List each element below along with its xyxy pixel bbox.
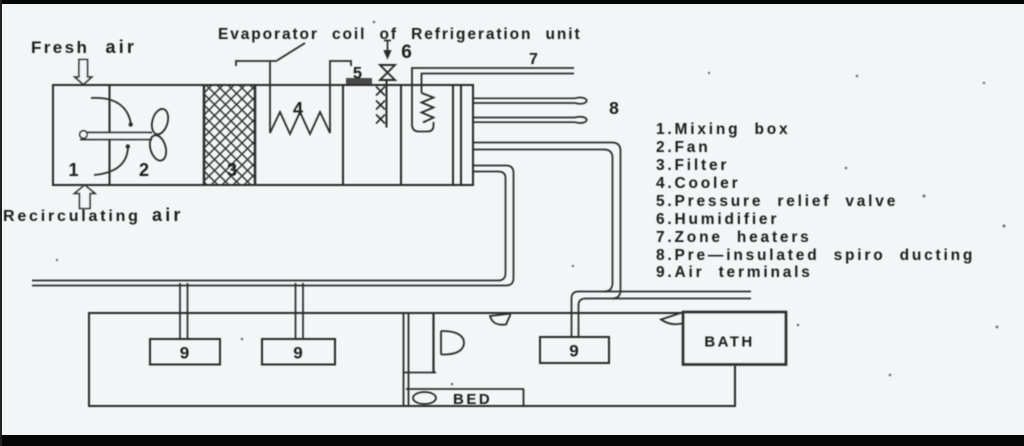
svg-text:Fresh: Fresh bbox=[31, 38, 89, 57]
svg-text:9: 9 bbox=[569, 342, 578, 361]
svg-text:2: 2 bbox=[139, 160, 149, 180]
svg-text:BATH: BATH bbox=[704, 334, 754, 351]
svg-text:2.Fan: 2.Fan bbox=[656, 139, 710, 156]
svg-text:7.Zone heaters: 7.Zone heaters bbox=[656, 229, 812, 246]
svg-text:7: 7 bbox=[529, 51, 538, 68]
svg-text:6.Humidifier: 6.Humidifier bbox=[656, 211, 779, 228]
svg-text:3: 3 bbox=[227, 160, 237, 180]
svg-text:8: 8 bbox=[609, 98, 619, 118]
svg-text:air: air bbox=[106, 37, 138, 57]
svg-text:8.Pre—insulated spiro ducting: 8.Pre—insulated spiro ducting bbox=[656, 247, 975, 264]
svg-text:9.Air terminals: 9.Air terminals bbox=[656, 264, 813, 281]
svg-text:5: 5 bbox=[353, 65, 362, 83]
svg-text:9: 9 bbox=[180, 344, 189, 363]
svg-text:9: 9 bbox=[293, 344, 302, 363]
svg-text:5.Pressure relief valve: 5.Pressure relief valve bbox=[656, 193, 898, 210]
svg-text:1.Mixing box: 1.Mixing box bbox=[656, 121, 790, 138]
svg-text:Evaporator coil of Refrigerati: Evaporator coil of Refrigeration unit bbox=[218, 26, 582, 43]
svg-text:BED: BED bbox=[453, 391, 492, 408]
svg-text:4.Cooler: 4.Cooler bbox=[656, 175, 740, 192]
svg-text:Recirculating: Recirculating bbox=[3, 208, 141, 225]
svg-text:3.Filter: 3.Filter bbox=[656, 157, 729, 174]
svg-text:6: 6 bbox=[401, 42, 412, 63]
svg-text:air: air bbox=[152, 205, 184, 225]
svg-text:4: 4 bbox=[293, 99, 303, 119]
svg-text:1: 1 bbox=[68, 160, 78, 180]
